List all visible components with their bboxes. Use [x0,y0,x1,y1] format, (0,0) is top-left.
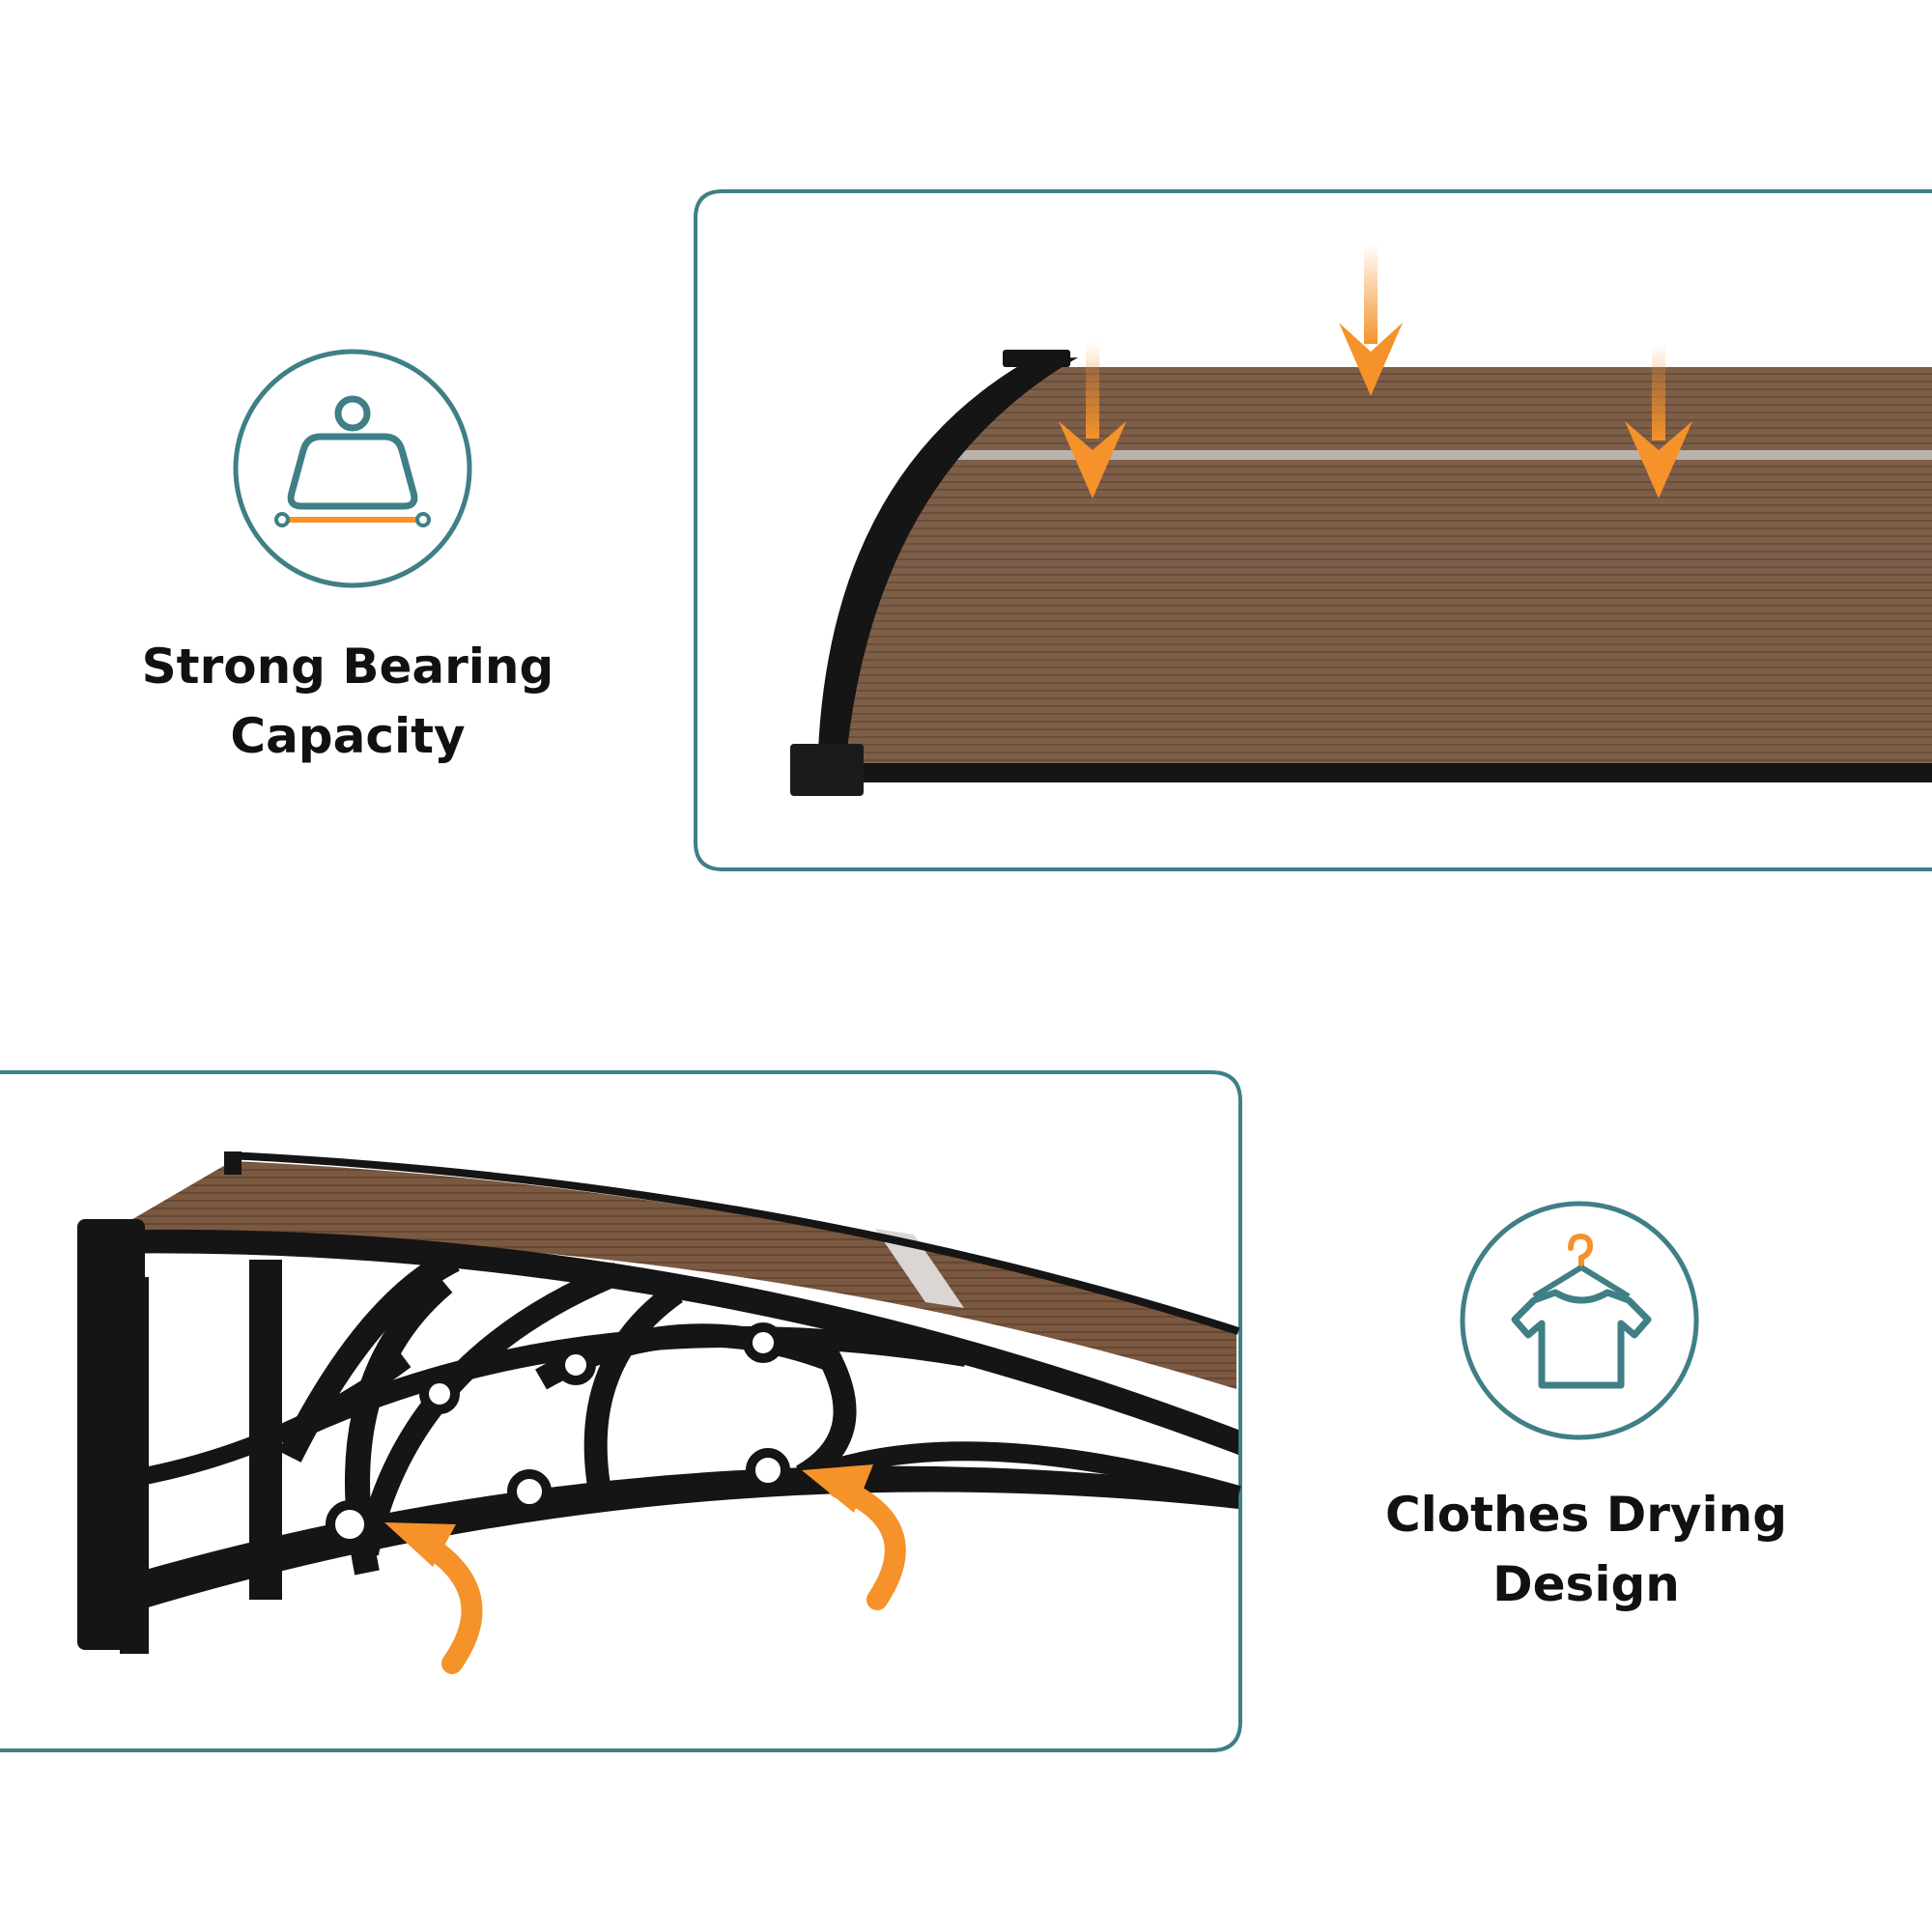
clothes-drying-badge [1459,1200,1700,1441]
clothes-drying-title-line2: Design [1492,1556,1680,1612]
down-arrow-icon [1625,344,1692,498]
clothes-drying-title: Clothes Drying Design [1345,1480,1828,1619]
strong-bearing-title: Strong Bearing Capacity [106,632,589,771]
curved-arrow-icon [802,1464,906,1610]
down-arrow-icon [1339,243,1403,396]
clothes-drying-title-line1: Clothes Drying [1384,1487,1788,1543]
curved-arrow-icon [384,1522,483,1674]
strong-bearing-badge [232,348,473,589]
weight-bearing-icon [233,349,472,588]
shirt-hanger-icon [1460,1201,1699,1440]
strong-bearing-title-line1: Strong Bearing [141,639,554,695]
awning-bracket-photo [0,1070,1244,1752]
awning-top-photo [694,189,1932,871]
strong-bearing-title-line2: Capacity [230,708,466,764]
down-arrow-icon [1059,342,1126,498]
